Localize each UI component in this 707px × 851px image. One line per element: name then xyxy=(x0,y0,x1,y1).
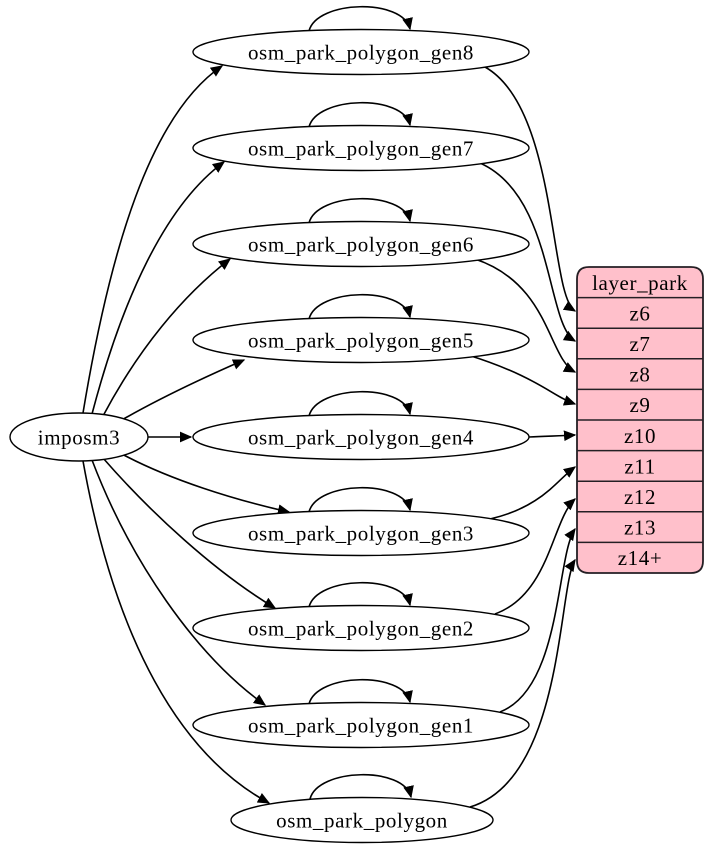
edge-gen4-to-z10 xyxy=(528,430,577,442)
self-loop-gen8 xyxy=(308,5,413,32)
edge-gen3-to-z11 xyxy=(489,466,577,520)
table-label-gen3: osm_park_polygon_gen3 xyxy=(248,522,474,546)
table-node-osm_park_polygon_gen8: osm_park_polygon_gen8 xyxy=(192,28,530,76)
edge-imposm3-to-gen3 xyxy=(119,452,291,515)
table-node-osm_park_polygon_gen5: osm_park_polygon_gen5 xyxy=(192,316,530,364)
table-node-osm_park_polygon_gen4: osm_park_polygon_gen4 xyxy=(192,413,530,461)
table-label-gen2: osm_park_polygon_gen2 xyxy=(248,617,474,641)
table-ellipse-gen4 xyxy=(192,413,530,461)
table-label-gen8: osm_park_polygon_gen8 xyxy=(248,41,474,65)
edge-imposm3-to-gen6 xyxy=(102,258,232,417)
table-label-gen4: osm_park_polygon_gen4 xyxy=(248,426,474,450)
table-node-osm_park_polygon_gen2: osm_park_polygon_gen2 xyxy=(192,604,530,652)
self-loop-gen5 xyxy=(308,293,413,320)
edge-gen6-to-z8 xyxy=(474,258,577,373)
table-ellipse-gen1 xyxy=(192,701,530,749)
table-ellipse-gen2 xyxy=(192,604,530,652)
table-node-osm_park_polygon_gen7: osm_park_polygon_gen7 xyxy=(192,124,530,172)
table-ellipse-gen8 xyxy=(192,28,530,76)
edge-gen2-to-z12 xyxy=(494,498,576,615)
edge-imposm3-to-gen5 xyxy=(119,359,246,422)
self-loop-gen3 xyxy=(308,486,413,513)
edges-imposm3-to-tables xyxy=(82,65,291,804)
imposm3-node: imposm3 xyxy=(9,412,149,462)
zoom-row-z6: z6 xyxy=(629,301,650,325)
edge-gen5-to-z9 xyxy=(467,354,577,406)
table-ellipse-gen5 xyxy=(192,316,530,364)
self-loop-edges xyxy=(308,5,414,800)
layer-park-node: layer_park z6 z7 z8 z9 z10 z11 z12 z13 z… xyxy=(576,266,704,574)
self-loop-gen1 xyxy=(308,678,413,705)
edge-imposm3-to-gen7 xyxy=(91,161,226,415)
table-ellipse-gen6 xyxy=(192,220,530,268)
edge-imposm3-to-polygon xyxy=(82,460,271,804)
self-loop-gen4 xyxy=(308,390,413,417)
table-label-gen6: osm_park_polygon_gen6 xyxy=(248,233,474,257)
imposm3-label: imposm3 xyxy=(38,426,120,450)
self-loop-gen2 xyxy=(308,581,413,608)
table-label-polygon: osm_park_polygon xyxy=(276,809,448,833)
edges-tables-to-layer xyxy=(467,66,577,808)
self-loop-gen6 xyxy=(308,197,413,224)
table-node-osm_park_polygon: osm_park_polygon xyxy=(230,796,494,844)
zoom-row-z11: z11 xyxy=(624,454,655,478)
table-label-gen1: osm_park_polygon_gen1 xyxy=(248,714,474,738)
table-label-gen7: osm_park_polygon_gen7 xyxy=(248,137,474,161)
edge-imposm3-to-gen1 xyxy=(91,459,267,706)
zoom-row-z8: z8 xyxy=(629,363,650,387)
zoom-row-z7: z7 xyxy=(629,332,650,356)
table-node-osm_park_polygon_gen1: osm_park_polygon_gen1 xyxy=(192,701,530,749)
zoom-row-z9: z9 xyxy=(629,393,650,417)
edge-imposm3-to-gen8 xyxy=(82,65,224,414)
table-ellipse-gen7 xyxy=(192,124,530,172)
zoom-row-z10: z10 xyxy=(624,424,656,448)
edge-polygon-to-z14plus xyxy=(469,558,576,808)
edge-gen1-to-z13 xyxy=(499,527,576,713)
edge-imposm3-to-gen2 xyxy=(102,457,277,609)
self-loop-polygon xyxy=(309,773,414,800)
zoom-row-z14plus: z14+ xyxy=(618,546,663,570)
edge-gen7-to-z7 xyxy=(479,162,577,342)
zoom-row-z12: z12 xyxy=(624,485,656,509)
imposm3-ellipse xyxy=(9,412,149,462)
table-node-osm_park_polygon_gen6: osm_park_polygon_gen6 xyxy=(192,220,530,268)
zoom-row-z13: z13 xyxy=(624,516,656,540)
table-node-osm_park_polygon_gen3: osm_park_polygon_gen3 xyxy=(192,509,530,557)
table-label-gen5: osm_park_polygon_gen5 xyxy=(248,329,474,353)
table-ellipse-gen3 xyxy=(192,509,530,557)
layer-park-title: layer_park xyxy=(592,271,688,295)
self-loop-gen7 xyxy=(308,101,413,128)
edge-gen8-to-z6 xyxy=(484,66,577,312)
table-ellipse-polygon xyxy=(230,796,494,844)
